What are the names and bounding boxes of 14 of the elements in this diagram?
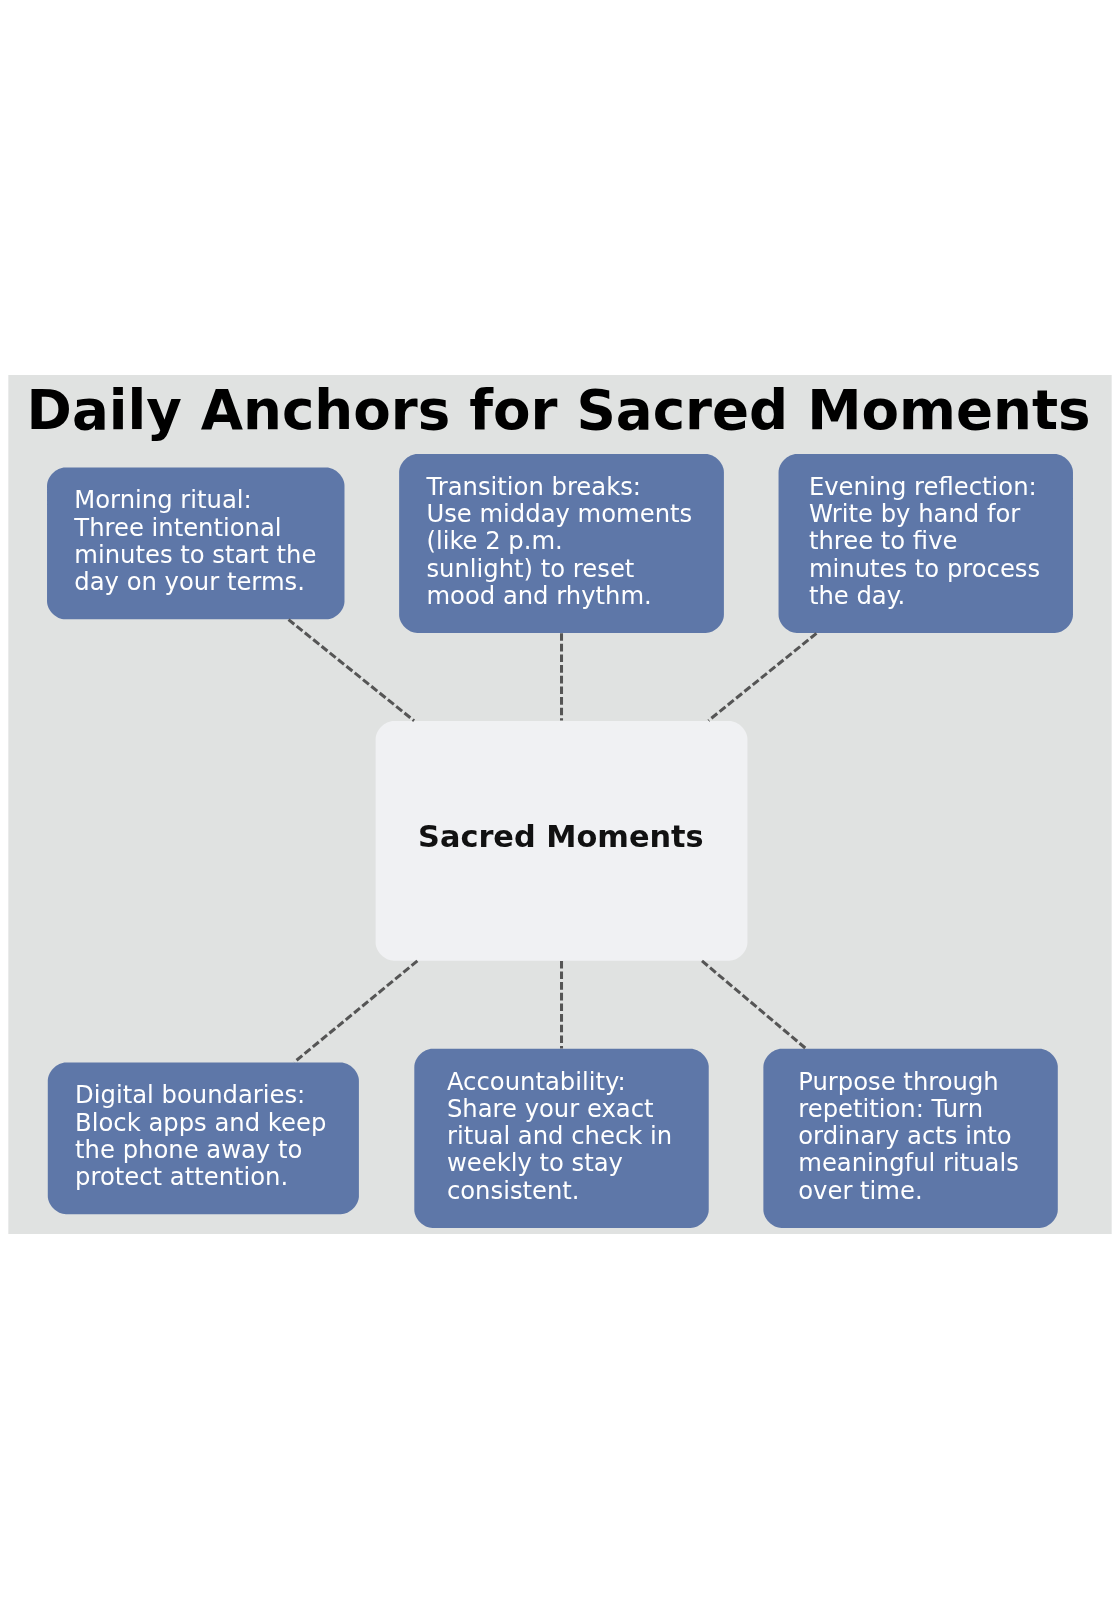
connector [287,617,416,722]
connector [293,959,419,1063]
diagram-title: Daily Anchors for Sacred Moments [26,377,1091,442]
node-box: Sacred Moments [375,720,748,961]
connector [701,959,807,1050]
node-box: Evening reflection: Write by hand for three to five minutes to process the day. [778,453,1073,633]
node-box: Morning ritual: Three intentional minutes to start the day on your terms. [47,467,345,619]
node-box: Purpose through repetition: Turn ordinary acts into meaningful rituals over time. [763,1048,1058,1228]
connector [560,632,564,721]
node-box: Transition breaks: Use midday moments (like 2 p.m. sunlight) to reset mood and rhythm. [399,453,724,633]
node-box: Accountability: Share your exact ritual and check in weekly to stay consistent. [414,1048,709,1228]
node-box: Digital boundaries: Block apps and keep the phone away to protect attention. [47,1062,359,1214]
connector [707,631,818,722]
connector [560,960,564,1048]
